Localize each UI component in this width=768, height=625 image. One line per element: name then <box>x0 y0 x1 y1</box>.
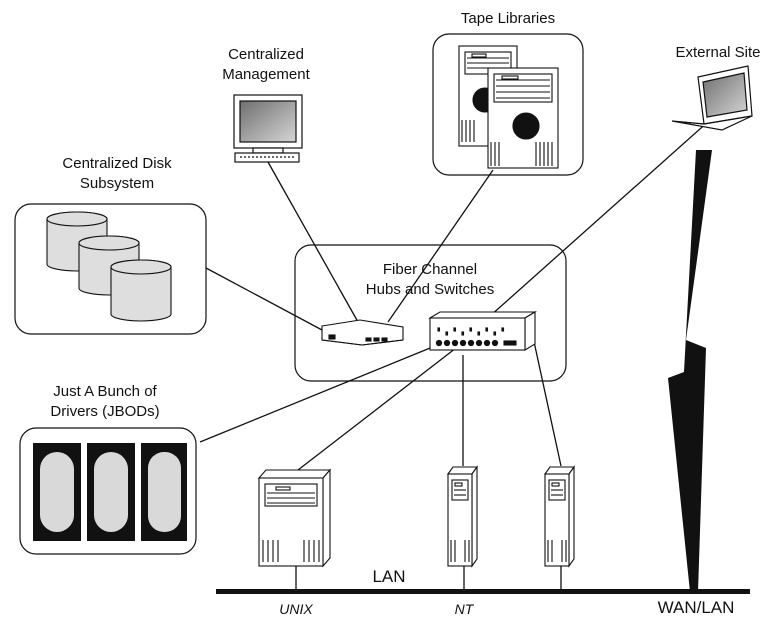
jbod-drive-icon <box>33 443 187 541</box>
tape-library-icon <box>458 45 559 169</box>
wan-lan-label: WAN/LAN <box>657 598 735 617</box>
fiber-channel-label-line1: Fiber Channel <box>382 261 478 278</box>
disk-cylinder-icon <box>46 211 172 322</box>
centralized-management-label-line1: Centralized <box>228 46 304 63</box>
server-tower-icon <box>257 465 576 568</box>
tape-libraries-label: Tape Libraries <box>460 10 556 27</box>
unix-label: UNIX <box>279 601 313 617</box>
disk-subsystem-box <box>14 203 207 335</box>
lan-label: LAN <box>372 567 406 586</box>
tape-libraries-box <box>432 33 584 176</box>
monitor-icon <box>233 94 303 163</box>
lan-bus <box>216 589 750 594</box>
jbod-label-line2: Drivers (JBODs) <box>50 403 160 420</box>
nt-label: NT <box>454 601 474 617</box>
jbod-box <box>19 427 197 555</box>
connection-lines <box>199 119 711 592</box>
laptop-icon <box>671 65 753 131</box>
centralized-management-label-line2: Management <box>222 66 310 83</box>
lightning-bolt-icon <box>668 150 712 592</box>
hub-icon <box>321 319 404 346</box>
disk-subsystem-label-line2: Subsystem <box>79 175 155 192</box>
jbod-label-line1: Just A Bunch of <box>53 383 157 400</box>
disk-subsystem-label-line1: Centralized Disk <box>62 155 172 172</box>
switch-icon <box>428 311 537 351</box>
fiber-channel-box <box>294 244 567 382</box>
external-site-label: External Site <box>675 44 761 61</box>
fiber-channel-label-line2: Hubs and Switches <box>365 281 495 298</box>
